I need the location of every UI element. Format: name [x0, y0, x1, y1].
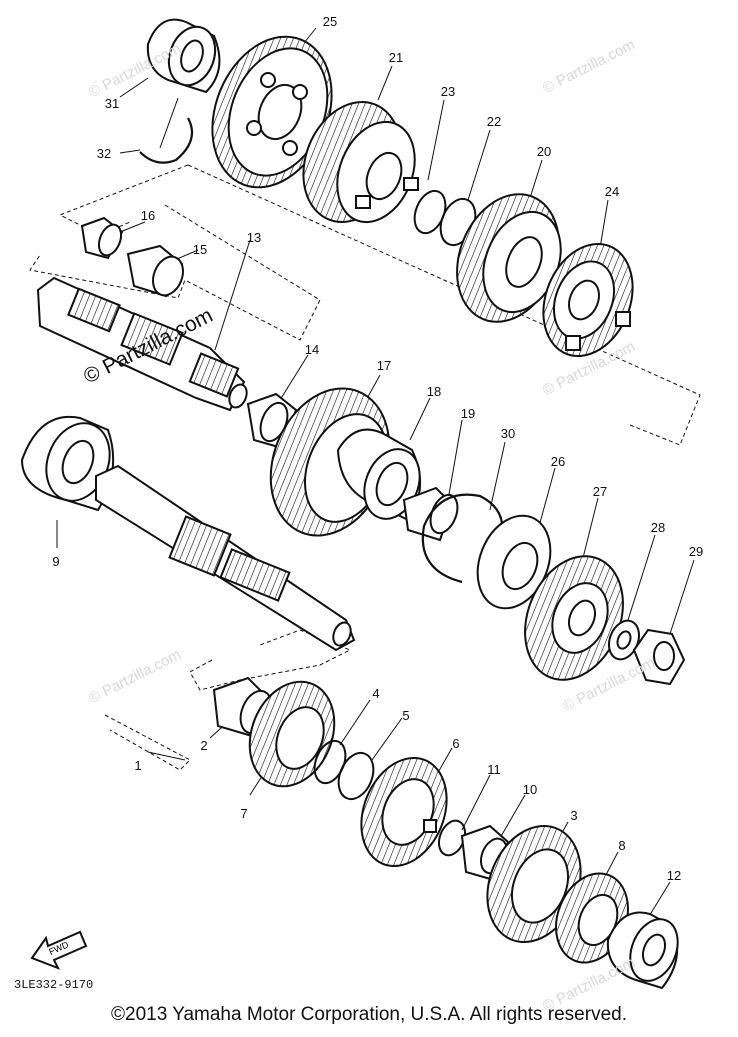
callout-20: 20	[537, 144, 551, 159]
callout-23: 23	[441, 84, 455, 99]
callout-25: 25	[323, 14, 337, 29]
lock-washer-28	[608, 619, 640, 661]
callout-21: 21	[389, 50, 403, 65]
callout-11: 11	[487, 762, 501, 777]
callout-24: 24	[605, 184, 619, 199]
callout-2: 2	[200, 738, 207, 753]
sprocket-27	[524, 555, 624, 681]
callout-27: 27	[593, 484, 607, 499]
callout-12: 12	[667, 868, 681, 883]
callout-17: 17	[377, 358, 391, 373]
callout-15: 15	[193, 242, 207, 257]
drawing-code: 3LE332-9170	[14, 978, 94, 992]
callout-14: 14	[305, 342, 319, 357]
callout-7: 7	[240, 806, 247, 821]
callout-28: 28	[651, 520, 665, 535]
callout-31: 31	[105, 96, 119, 111]
callout-labels: 25 21 23 22 20 24 31 32 16 15 13 14 17 1…	[52, 14, 703, 883]
circlip-5	[337, 751, 375, 801]
bearing-9	[20, 415, 115, 512]
callout-30: 30	[501, 426, 515, 441]
copyright-notice: ©2013 Yamaha Motor Corporation, U.S.A. A…	[111, 1004, 627, 1025]
output-shaft	[95, 464, 356, 652]
gear-24	[542, 242, 634, 358]
main-shaft-13	[36, 276, 248, 412]
gear-21	[302, 100, 419, 224]
callout-16: 16	[141, 208, 155, 223]
gear-7	[248, 680, 336, 788]
callout-1: 1	[134, 758, 141, 773]
washer-26	[476, 514, 552, 610]
bearing-31	[146, 18, 221, 94]
fwd-arrow-icon: FWD	[30, 930, 88, 970]
circlip-30	[421, 493, 504, 584]
callout-22: 22	[487, 114, 501, 129]
gear-6	[360, 756, 448, 868]
circlip-32	[139, 117, 194, 164]
callout-32: 32	[97, 146, 111, 161]
callout-13: 13	[247, 230, 261, 245]
nut-29	[632, 628, 686, 686]
callout-18: 18	[427, 384, 441, 399]
callout-9: 9	[52, 554, 59, 569]
callout-10: 10	[523, 782, 537, 797]
callout-29: 29	[689, 544, 703, 559]
callout-26: 26	[551, 454, 565, 469]
callout-19: 19	[461, 406, 475, 421]
gear-20	[456, 193, 562, 323]
bushing-16	[80, 216, 124, 260]
bearing-12	[606, 911, 679, 990]
bushing-15	[126, 244, 184, 298]
callout-8: 8	[618, 838, 625, 853]
gear-25	[211, 35, 333, 189]
callout-6: 6	[452, 736, 459, 751]
callout-5: 5	[402, 708, 409, 723]
callout-4: 4	[372, 686, 379, 701]
callout-3: 3	[570, 808, 577, 823]
